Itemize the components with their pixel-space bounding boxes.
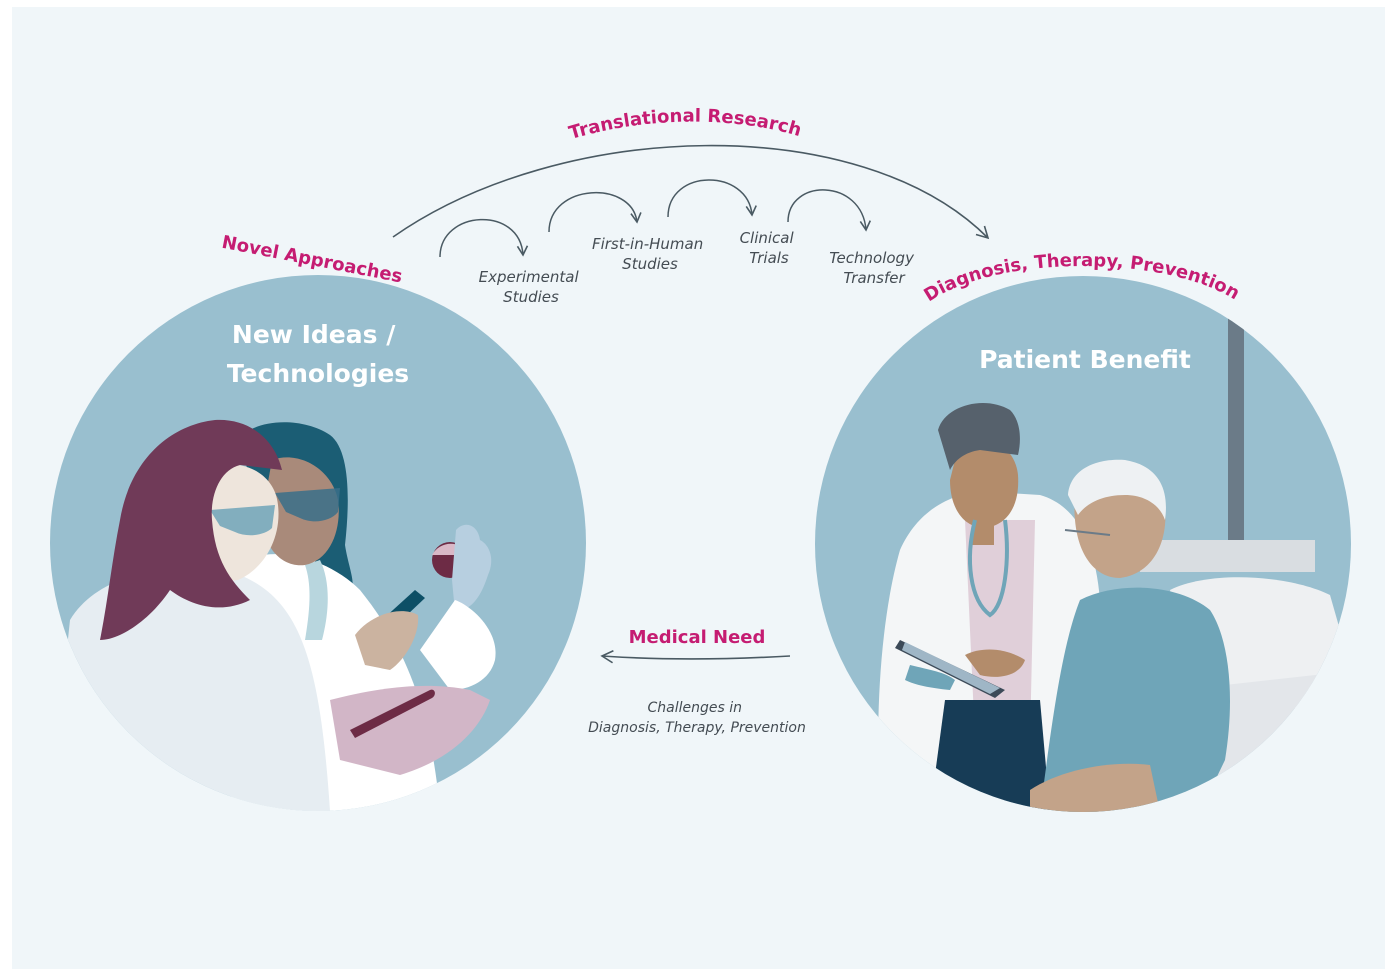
right-shape-15 xyxy=(905,665,955,690)
challenges-line1: Challenges in xyxy=(648,700,743,716)
arc-label-text: Translational Research xyxy=(567,106,804,144)
stage-clinical-trials: Clinical Trials xyxy=(740,229,799,267)
stage-1-line2: Studies xyxy=(503,288,559,306)
left-circle-title: New Ideas / Technologies xyxy=(227,320,409,388)
left-shape-17 xyxy=(100,419,282,640)
stage-arrow-3 xyxy=(667,179,757,218)
doctor-patient-illustration xyxy=(815,276,1351,812)
stage-arrow-1 xyxy=(439,218,529,258)
left-shape-9 xyxy=(420,600,496,690)
left-shape-14 xyxy=(355,611,419,670)
left-shape-8 xyxy=(452,524,492,612)
left-shape-3 xyxy=(305,560,328,640)
diagram-svg: Translational Research Novel Approaches … xyxy=(50,106,1351,812)
stage-3-line2: Trials xyxy=(749,249,789,267)
researchers-illustration xyxy=(50,275,586,811)
right-circle-title: Patient Benefit xyxy=(979,345,1191,374)
left-title-line1: New Ideas / xyxy=(232,320,396,349)
stage-experimental: Experimental Studies xyxy=(479,268,584,306)
right-shape-20 xyxy=(1030,763,1160,812)
stage-first-in-human: First-in-Human Studies xyxy=(592,235,708,273)
diagram-canvas: Translational Research Novel Approaches … xyxy=(12,7,1385,969)
stage-4-line1: Technology xyxy=(829,249,915,267)
left-title-line2: Technologies xyxy=(227,359,409,388)
translational-research-label: Translational Research xyxy=(567,106,804,144)
right-shape-19 xyxy=(1040,587,1230,812)
right-shape-14 xyxy=(965,649,1025,677)
right-shape-17 xyxy=(1068,459,1166,520)
stage-technology-transfer: Technology Transfer xyxy=(829,249,919,287)
stage-2-line2: Studies xyxy=(622,255,678,273)
left-shape-12 xyxy=(350,689,435,738)
right-shape-13 xyxy=(902,642,1000,694)
medical-need-arrow xyxy=(600,650,791,664)
right-shape-1 xyxy=(1228,318,1244,553)
right-shape-10 xyxy=(972,515,994,545)
stage-4-line2: Transfer xyxy=(843,269,905,287)
medical-need-label: Medical Need xyxy=(629,627,766,648)
right-shape-8 xyxy=(950,436,1019,528)
right-shape-18 xyxy=(1064,529,1111,536)
stage-arrow-2 xyxy=(548,192,642,233)
translational-arc xyxy=(392,144,990,240)
left-shape-5 xyxy=(275,488,340,522)
stage-arrow-4 xyxy=(787,189,872,232)
stage-1-line1: Experimental xyxy=(479,268,580,286)
challenges-text: Challenges in Diagnosis, Therapy, Preven… xyxy=(588,700,806,736)
right-shape-11 xyxy=(968,519,1009,618)
right-shape-9 xyxy=(938,402,1020,470)
left-shape-16 xyxy=(210,505,275,536)
stage-3-line1: Clinical xyxy=(740,229,795,247)
right-shape-2 xyxy=(1140,540,1315,572)
challenges-line2: Diagnosis, Therapy, Prevention xyxy=(588,720,806,736)
left-shape-11 xyxy=(330,685,490,775)
stage-2-line1: First-in-Human xyxy=(592,235,703,253)
